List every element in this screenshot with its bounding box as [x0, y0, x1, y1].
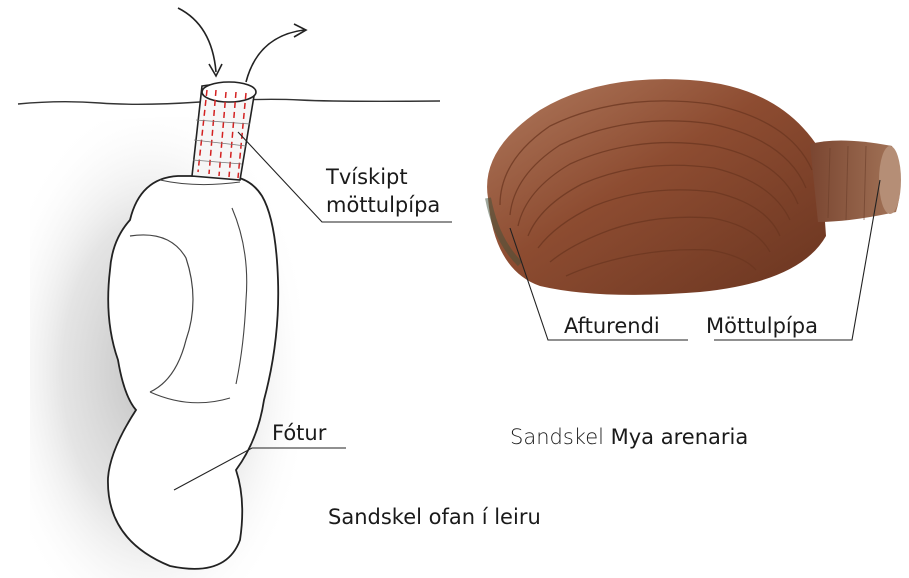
species-caption: Sandskel Mya arenaria — [510, 427, 748, 448]
label-siphon: Möttulpípa — [706, 316, 818, 337]
label-posterior: Afturendi — [564, 316, 660, 337]
caption-left: Sandskel ofan í leiru — [328, 507, 541, 528]
species-latin-name: Mya arenaria — [611, 425, 749, 449]
water-flow-arrows — [178, 8, 306, 82]
label-twin-siphon-line1: Tvískipt — [326, 167, 408, 188]
inflow-arrow — [178, 8, 216, 72]
outflow-arrow — [246, 30, 304, 82]
species-common-name: Sandskel — [510, 425, 604, 449]
label-foot: Fótur — [272, 423, 326, 444]
mya-shell-illustration — [487, 79, 901, 295]
label-twin-siphon-line2: möttulpípa — [326, 195, 440, 216]
